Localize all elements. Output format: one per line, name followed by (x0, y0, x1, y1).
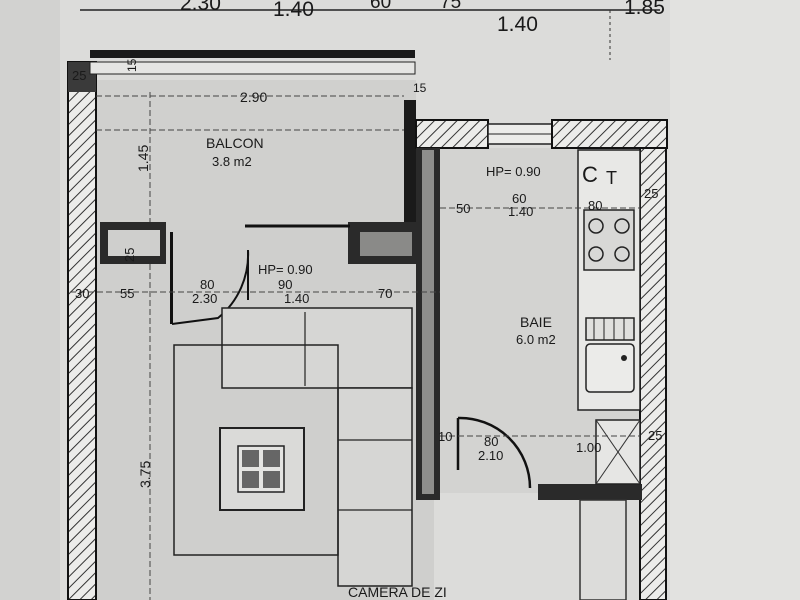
balcony-width-dim: 2.90 (240, 89, 267, 105)
top-dim-a: 2.30 (180, 0, 221, 15)
living-hp: HP= 0.90 (258, 262, 313, 277)
wall-pillar-inner (108, 230, 160, 256)
left-exterior-wall (67, 61, 97, 600)
bathroom-right-dim: 80 (588, 198, 602, 213)
living-window-top-dim: 90 (278, 277, 292, 292)
top-dim-c: 60 (370, 0, 391, 13)
drainboard-icon (585, 317, 635, 341)
burner-icon (614, 218, 630, 234)
bathroom-top-wall-right (551, 119, 668, 149)
balcony-right-wall (404, 100, 416, 228)
right-exterior-wall (639, 147, 667, 600)
bathroom-area: 6.0 m2 (516, 332, 556, 347)
bathroom-wall-right-top: 25 (644, 186, 658, 201)
bathroom-bottom-wall (538, 484, 642, 500)
bathroom-door-bottom-dim: 2.10 (478, 448, 503, 463)
balcony-depth-dim: 1.45 (135, 145, 151, 172)
living-door-bottom-dim: 2.30 (192, 291, 217, 306)
top-dim-f: 1.85 (624, 0, 665, 19)
top-dim-d: 75 (440, 0, 461, 13)
bathroom-window-bottom-dim: 1.40 (508, 204, 533, 219)
burner-icon (588, 218, 604, 234)
door-jamb-left (170, 232, 173, 324)
sink-icon (585, 343, 635, 393)
fixture-c-mark: C (582, 162, 598, 187)
burner-icon (614, 246, 630, 262)
bathroom-top-wall-left (415, 119, 489, 149)
bathroom-window-top-dim: 60 (512, 191, 526, 206)
living-height-dim: 3.75 (137, 461, 153, 488)
bathroom-wall-right-bottom: 25 (648, 428, 662, 443)
stove-icon (583, 209, 635, 271)
bathroom-door-swing (456, 416, 532, 489)
balcony-top-wall (90, 50, 415, 58)
living-right-dim: 70 (378, 286, 392, 301)
top-dim-e: 1.40 (497, 13, 538, 36)
burner-icon (588, 246, 604, 262)
sofa-chaise (337, 387, 413, 587)
partition-inner (422, 150, 434, 494)
shower-diag (595, 419, 641, 485)
tile (242, 471, 259, 488)
balcony-wall-right-dim: 15 (413, 81, 427, 95)
paper-right-margin (670, 0, 800, 600)
balcony-wall-left-dim: 25 (72, 68, 86, 83)
faucet-icon (621, 355, 627, 361)
tile (263, 471, 280, 488)
balcony-name: BALCON (206, 135, 264, 151)
balcony-area: 3.8 m2 (212, 154, 252, 169)
living-left-dim: 55 (120, 286, 134, 301)
bathroom-door-top-dim: 80 (484, 434, 498, 449)
corridor-frame (579, 499, 627, 600)
rug-icon (173, 344, 339, 556)
bathroom-hp: HP= 0.90 (486, 164, 541, 179)
tile (263, 450, 280, 467)
bathroom-bottom-dim: 1.00 (576, 440, 601, 455)
living-name: CAMERA DE ZI (348, 584, 447, 600)
living-door-top-dim: 80 (200, 277, 214, 292)
tile (242, 450, 259, 467)
balcony-floor (96, 80, 416, 230)
wall-pillar-right-inner (360, 232, 412, 256)
bathroom-name: BAIE (520, 314, 552, 330)
bathroom-left-dim: 50 (456, 201, 470, 216)
bathroom-wall-small: 10 (438, 429, 452, 444)
living-wall-small-dim: 25 (122, 248, 137, 262)
balcony-top-sill (89, 61, 416, 75)
top-dim-b: 1.40 (273, 0, 314, 21)
sofa-back (221, 307, 413, 389)
living-left-wall-dim: 30 (75, 286, 89, 301)
balcony-wall-top-dim: 15 (125, 58, 139, 72)
fixture-t-mark: T (606, 168, 617, 188)
living-window-bottom-dim: 1.40 (284, 291, 309, 306)
paper-left-margin (0, 0, 60, 600)
